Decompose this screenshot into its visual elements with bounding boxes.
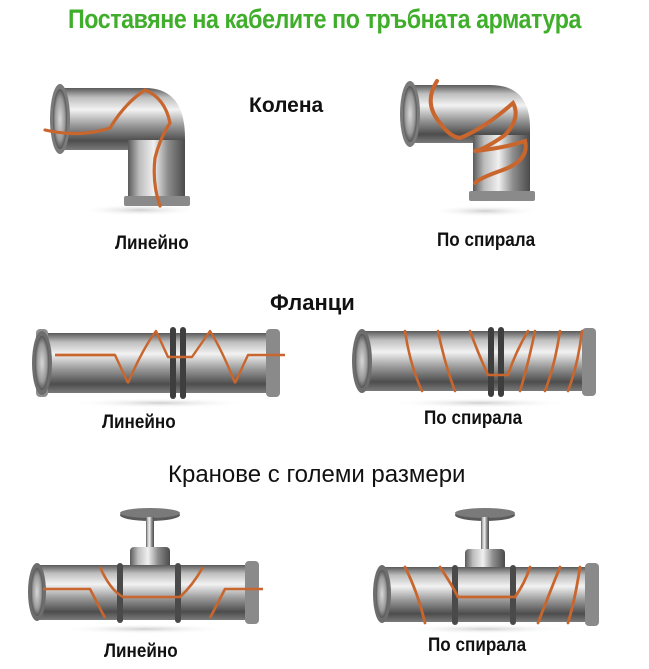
caption-flange-spiral: По спирала [424, 408, 523, 429]
section-title-elbows: Колена [249, 94, 324, 117]
caption-elbow-spiral: По спирала [437, 230, 536, 251]
elbow-linear-illustration [40, 78, 200, 223]
flange-spiral-illustration [350, 325, 605, 410]
caption-flange-linear: Линейно [102, 412, 176, 433]
valve-spiral-illustration [370, 505, 610, 635]
caption-elbow-linear: Линейно [115, 233, 189, 254]
section-title-valves: Кранове с големи размери [168, 461, 466, 488]
valve-linear-illustration [25, 505, 265, 635]
caption-valve-spiral: По спирала [428, 635, 527, 656]
section-title-flanges: Фланци [270, 290, 355, 315]
caption-valve-linear: Линейно [104, 641, 178, 662]
elbow-spiral-illustration [395, 73, 545, 218]
flange-linear-illustration [30, 325, 290, 410]
page-title: Поставяне на кабелите по тръбната армату… [68, 4, 581, 34]
